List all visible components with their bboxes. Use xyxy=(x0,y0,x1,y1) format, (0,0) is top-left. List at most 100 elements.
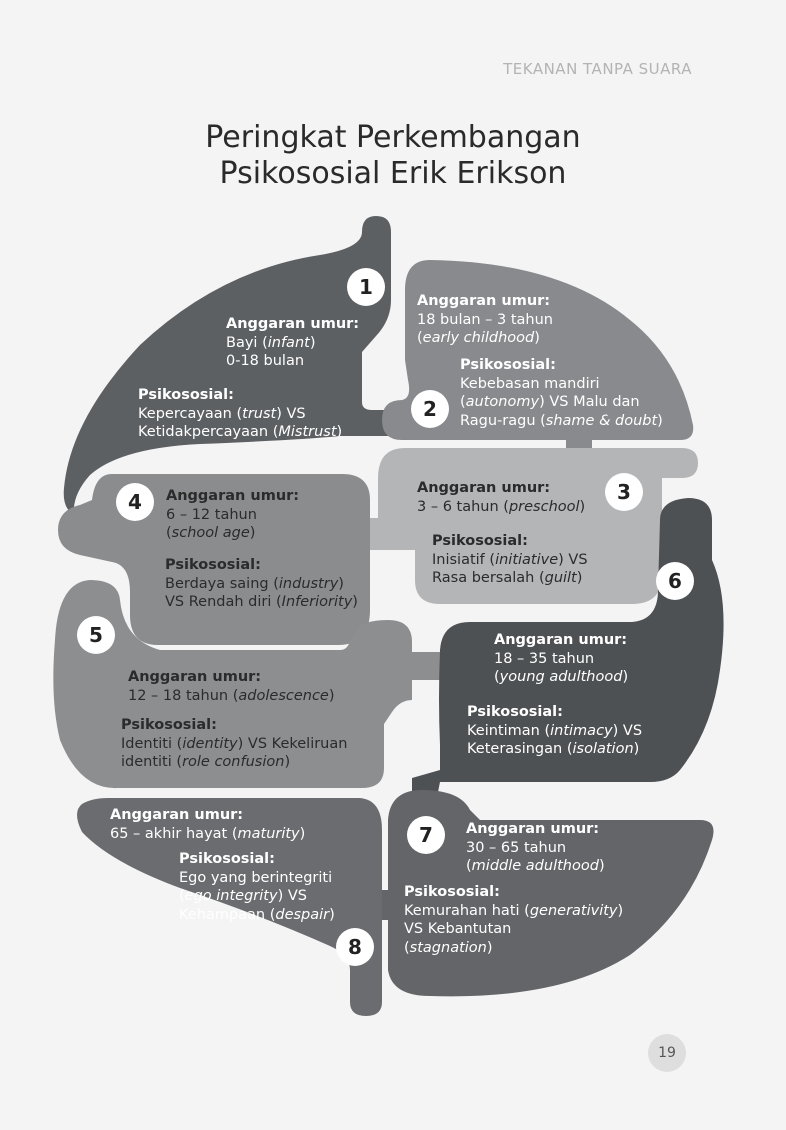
stage-4-psy-line: VS Rendah diri (Inferiority) xyxy=(165,594,358,610)
english-term: industry xyxy=(278,575,339,592)
english-term: adolescence xyxy=(238,687,329,704)
stage-1-number-badge: 1 xyxy=(347,268,385,306)
stage-3-age-line: 3 – 6 tahun (preschool) xyxy=(417,498,586,515)
stage-7-psy-line: VS Kebantutan xyxy=(404,921,512,937)
english-term: Inferiority xyxy=(281,594,353,610)
stage-6-psy-block: Psikososial: Keintiman (intimacy) VS Ket… xyxy=(467,703,642,759)
stage-2-psy-line: Ragu-ragu (shame & doubt) xyxy=(460,412,663,429)
english-term: trust xyxy=(242,405,277,422)
stage-8-age-block: Anggaran umur: 65 – akhir hayat (maturit… xyxy=(110,806,305,843)
english-term: guilt xyxy=(544,570,577,586)
stage-4-psy-block: Psikososial: Berdaya saing (industry) VS… xyxy=(165,556,358,612)
stage-4-psy-label: Psikososial: xyxy=(165,557,261,573)
stage-1-shape xyxy=(63,216,406,515)
stage-6-shape xyxy=(412,498,724,806)
stage-1-psy-line: Kepercayaan (trust) VS xyxy=(138,405,306,422)
stage-8-age-label: Anggaran umur: xyxy=(110,807,244,823)
stage-3-age-label: Anggaran umur: xyxy=(417,480,551,496)
stage-7-age-label: Anggaran umur: xyxy=(466,821,600,837)
stage-5-psy-line: Identiti (identity) VS Kekeliruan xyxy=(121,735,348,752)
stage-6-psy-label: Psikososial: xyxy=(467,704,563,720)
stage-8-psy-block: Psikososial: Ego yang berintegriti (ego … xyxy=(179,850,335,924)
stage-6-age-line: 18 – 35 tahun xyxy=(494,650,595,667)
stage-2-age-block: Anggaran umur: 18 bulan – 3 tahun (early… xyxy=(417,292,553,348)
stage-2-shape xyxy=(382,260,694,484)
stage-6-age-block: Anggaran umur: 18 – 35 tahun (young adul… xyxy=(494,631,628,687)
stage-7-psy-label: Psikososial: xyxy=(404,884,500,900)
stage-4-age-label: Anggaran umur: xyxy=(166,488,300,504)
stage-2-psy-line: Kebebasan mandiri xyxy=(460,375,600,392)
stage-8-psy-line: Ego yang berintegriti xyxy=(179,869,333,886)
stage-1-age-label: Anggaran umur: xyxy=(226,316,360,332)
english-term: preschool xyxy=(508,498,580,515)
stage-8-psy-line: Kehampaan (despair) xyxy=(179,906,335,923)
stage-7-psy-line: Kemurahan hati (generativity) xyxy=(404,902,624,919)
stage-7-number-badge: 7 xyxy=(407,816,445,854)
stage-6-age-label: Anggaran umur: xyxy=(494,632,628,648)
stage-6-age-line: (young adulthood) xyxy=(494,669,629,685)
stage-3-age-block: Anggaran umur: 3 – 6 tahun (preschool) xyxy=(417,479,585,516)
english-term: intimacy xyxy=(550,722,613,739)
stage-5-psy-block: Psikososial: Identiti (identity) VS Keke… xyxy=(121,716,347,772)
page-number: 19 xyxy=(648,1034,686,1072)
english-term: stagnation xyxy=(409,939,487,956)
diagram-title: Peringkat Perkembangan Psikososial Erik … xyxy=(0,120,786,192)
title-line-1: Peringkat Perkembangan xyxy=(205,120,581,155)
stage-2-psy-line: (autonomy) VS Malu dan xyxy=(460,394,640,410)
stage-5-age-line: 12 – 18 tahun (adolescence) xyxy=(128,687,335,704)
stage-7-age-block: Anggaran umur: 30 – 65 tahun (middle adu… xyxy=(466,820,605,876)
stage-4-age-line: 6 – 12 tahun xyxy=(166,506,257,523)
stage-1-age-line: 0-18 bulan xyxy=(226,353,305,369)
stage-8-number-badge: 8 xyxy=(336,928,374,966)
stage-2-psy-block: Psikososial: Kebebasan mandiri (autonomy… xyxy=(460,356,663,430)
english-term: infant xyxy=(267,334,310,351)
title-line-2: Psikososial Erik Erikson xyxy=(219,156,567,191)
stage-3-psy-line: Rasa bersalah (guilt) xyxy=(432,570,583,586)
stage-4-psy-line: Berdaya saing (industry) xyxy=(165,575,344,592)
english-term: role confusion xyxy=(182,754,285,770)
stage-1-psy-block: Psikososial: Kepercayaan (trust) VS Keti… xyxy=(138,386,342,442)
stage-2-psy-label: Psikososial: xyxy=(460,357,556,373)
english-term: shame & doubt xyxy=(545,412,658,429)
english-term: generativity xyxy=(529,902,618,919)
english-term: isolation xyxy=(572,741,634,757)
stage-5-age-block: Anggaran umur: 12 – 18 tahun (adolescenc… xyxy=(128,668,335,705)
stage-5-number-badge: 5 xyxy=(77,616,115,654)
stage-6-psy-line: Keterasingan (isolation) xyxy=(467,741,640,757)
stage-6-psy-line: Keintiman (intimacy) VS xyxy=(467,722,643,739)
stage-5-psy-line: identiti (role confusion) xyxy=(121,754,291,770)
stage-3-psy-block: Psikososial: Inisiatif (initiative) VS R… xyxy=(432,532,588,588)
stage-3-psy-line: Inisiatif (initiative) VS xyxy=(432,551,588,568)
english-term: Mistrust xyxy=(278,424,337,440)
stage-7-psy-block: Psikososial: Kemurahan hati (generativit… xyxy=(404,883,623,957)
stage-4-age-line: (school age) xyxy=(166,525,256,541)
english-term: young adulthood xyxy=(499,669,623,685)
stage-8-psy-label: Psikososial: xyxy=(179,851,275,867)
english-term: despair xyxy=(275,906,330,923)
stage-2-number-badge: 2 xyxy=(411,390,449,428)
english-term: initiative xyxy=(495,551,559,568)
running-header: TEKANAN TANPA SUARA xyxy=(503,60,692,78)
stage-3-psy-label: Psikososial: xyxy=(432,533,528,549)
stage-5-shape xyxy=(53,580,452,789)
stage-8-psy-line: (ego integrity) VS xyxy=(179,888,307,904)
stage-7-age-line: (middle adulthood) xyxy=(466,858,605,874)
english-term: autonomy xyxy=(465,394,540,410)
stage-1-age-line: Bayi (infant) xyxy=(226,334,316,351)
english-term: maturity xyxy=(237,825,300,842)
stage-8-age-line: 65 – akhir hayat (maturity) xyxy=(110,825,306,842)
english-term: school age xyxy=(171,525,250,541)
stage-1-age-block: Anggaran umur: Bayi (infant) 0-18 bulan xyxy=(226,315,359,371)
stage-4-age-block: Anggaran umur: 6 – 12 tahun (school age) xyxy=(166,487,299,543)
stage-2-age-line: (early childhood) xyxy=(417,330,540,346)
stage-2-age-line: 18 bulan – 3 tahun xyxy=(417,311,554,328)
english-term: middle adulthood xyxy=(471,858,599,874)
stage-7-psy-line: (stagnation) xyxy=(404,939,493,956)
stage-3-number-badge: 3 xyxy=(605,473,643,511)
stage-5-age-label: Anggaran umur: xyxy=(128,669,262,685)
stage-6-number-badge: 6 xyxy=(656,562,694,600)
english-term: ego integrity xyxy=(184,888,278,904)
stage-1-psy-label: Psikososial: xyxy=(138,387,234,403)
stage-7-age-line: 30 – 65 tahun xyxy=(466,839,567,856)
stage-5-psy-label: Psikososial: xyxy=(121,717,217,733)
